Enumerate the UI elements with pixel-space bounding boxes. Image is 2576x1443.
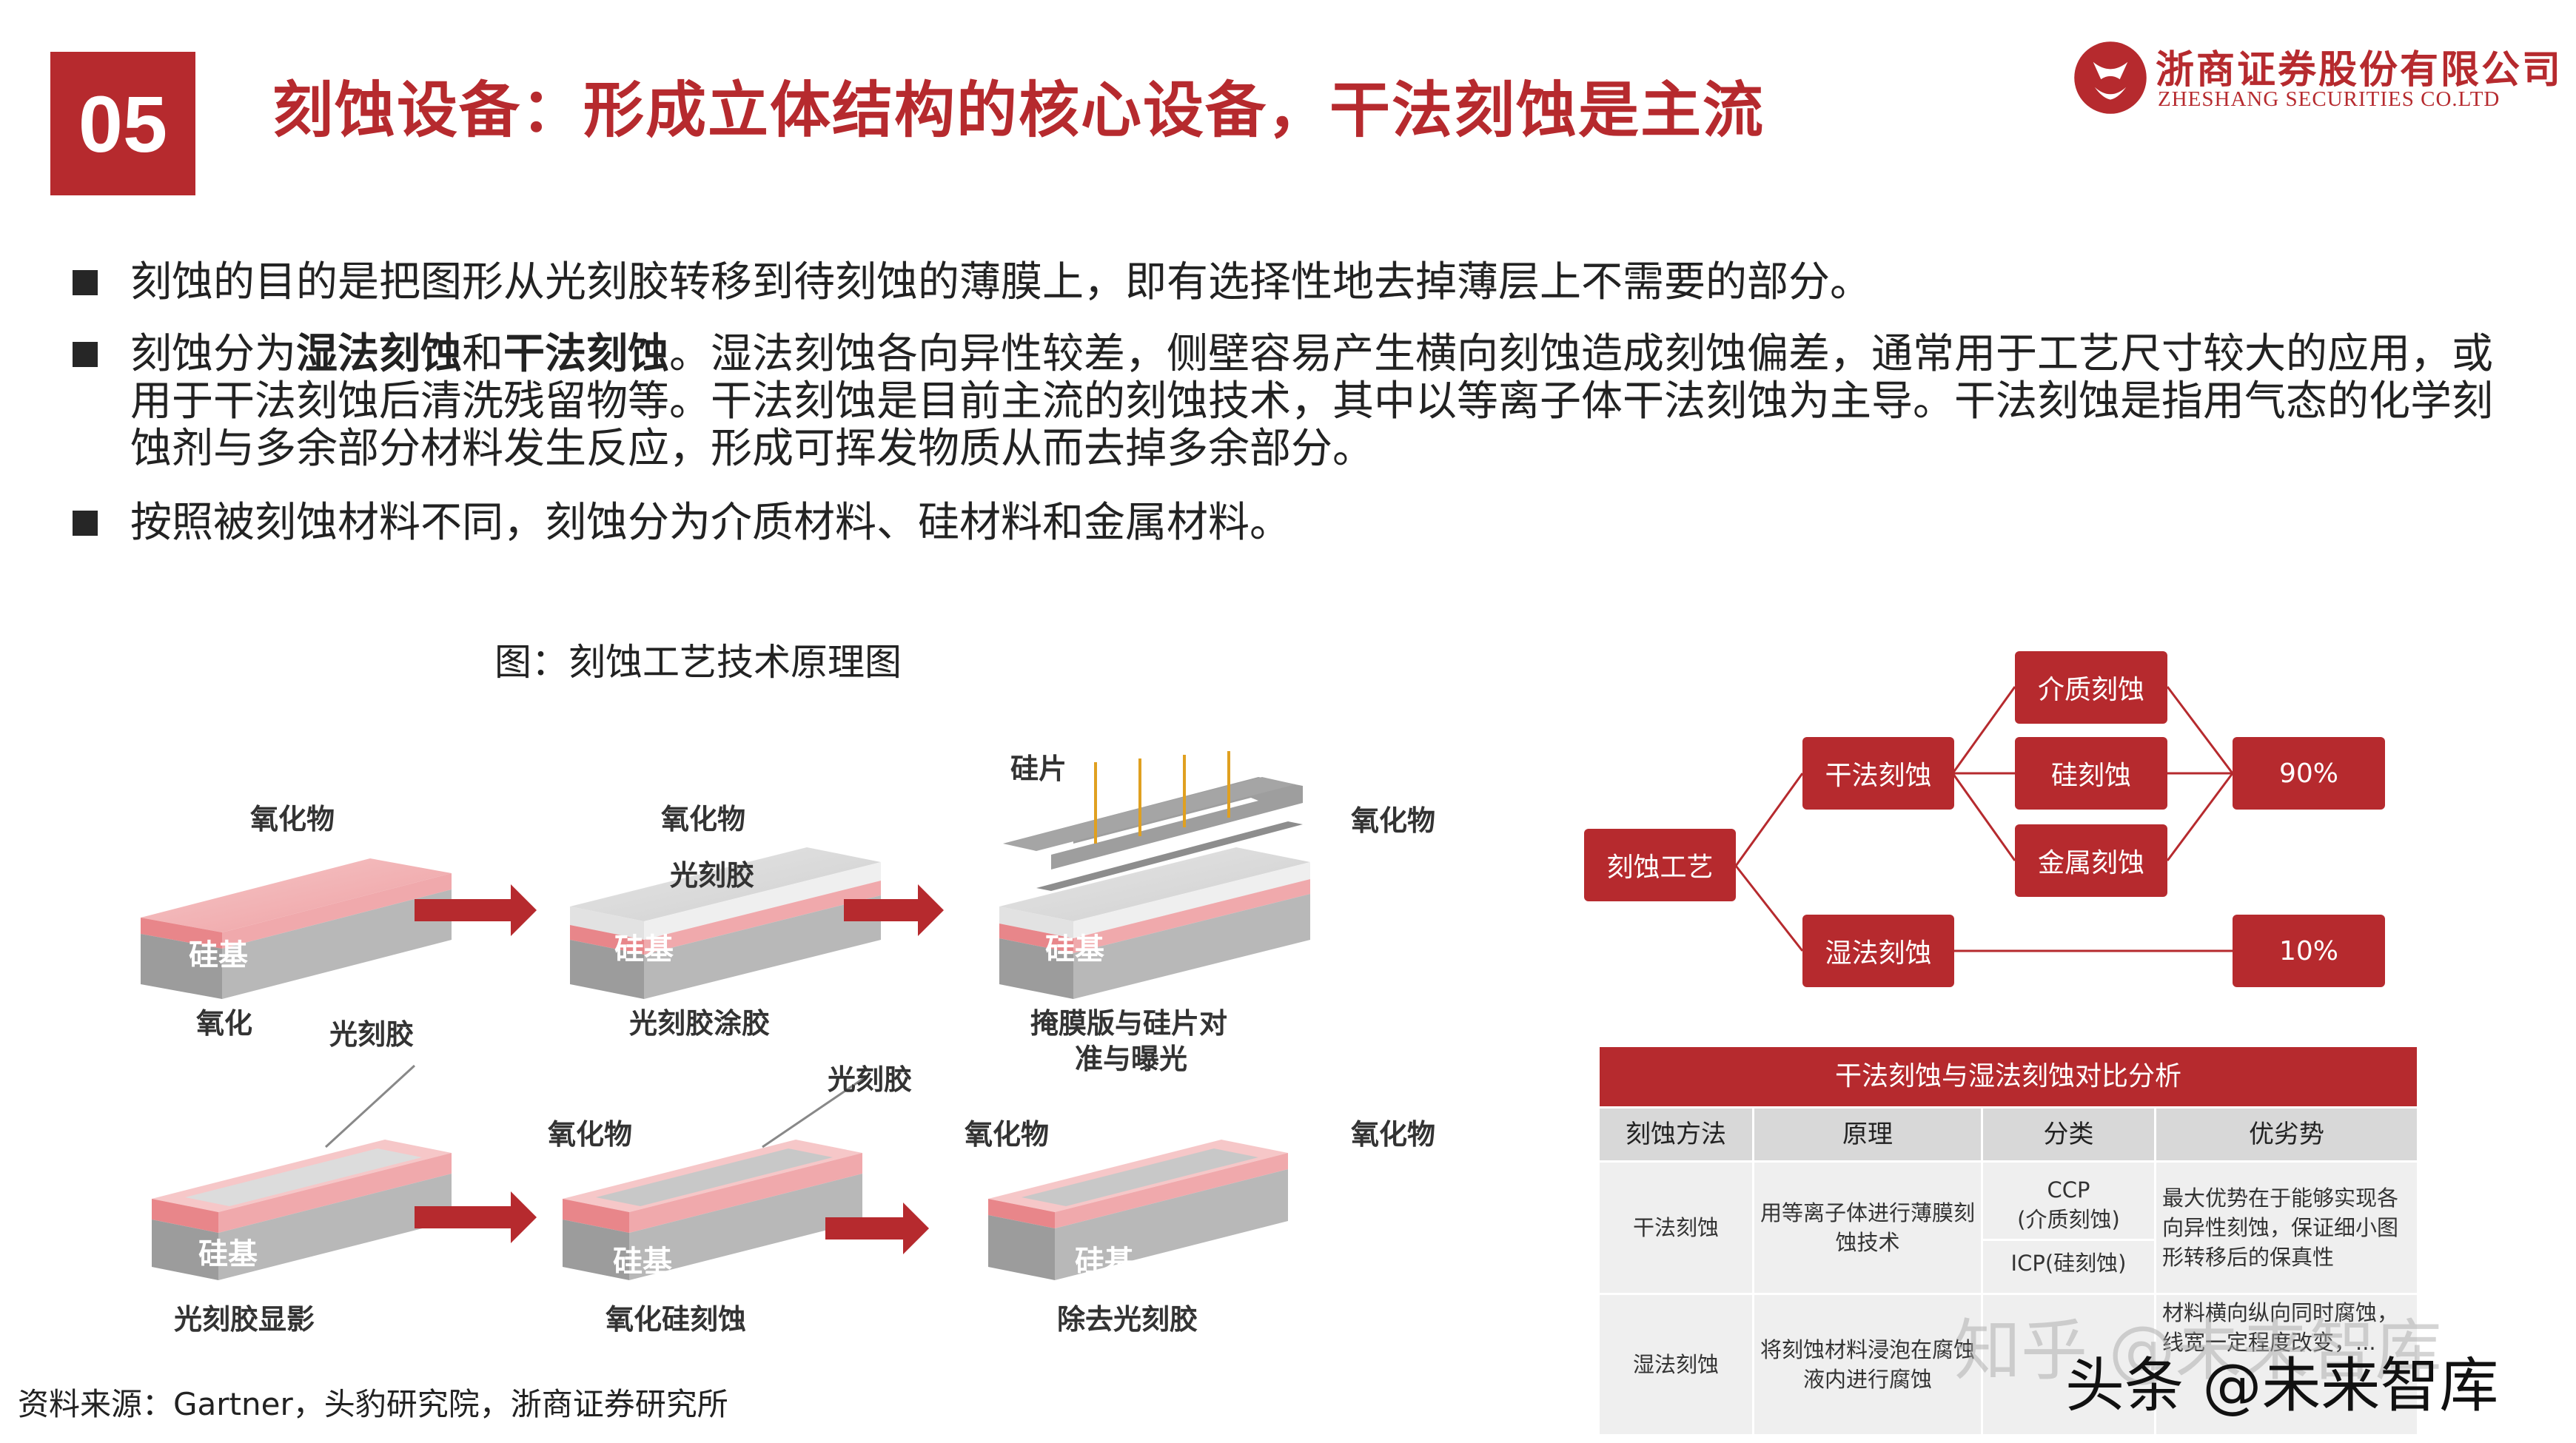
bullet-text-2: 刻蚀分为湿法刻蚀和干法刻蚀。湿法刻蚀各向异性较差，侧壁容易产生横向刻蚀造成刻蚀偏…: [130, 331, 2514, 473]
block-strip-resist: [988, 1140, 1288, 1280]
bullet-text-1: 刻蚀的目的是把图形从光刻胶转移到待刻蚀的薄膜上，即有选择性地去掉薄层上不需要的部…: [130, 258, 1871, 306]
step-label-oxide-etch: 氧化硅刻蚀: [606, 1303, 747, 1336]
table-header: 原理: [1752, 1106, 1983, 1163]
table-cell-method: 干法刻蚀: [1597, 1160, 1754, 1295]
label-photoresist: 光刻胶: [670, 859, 755, 892]
watermark-zhihu: 知乎 @未来智库: [1954, 1312, 2442, 1390]
company-name-cn: 浙商证券股份有限公司: [2156, 48, 2563, 92]
table-cell-principle: 将刻蚀材料浸泡在腐蚀液内进行腐蚀: [1752, 1293, 1983, 1436]
tree-node-dry-share: 90%: [2233, 737, 2385, 810]
block-oxidation: [141, 858, 452, 999]
step-label-developing: 光刻胶显影: [174, 1303, 315, 1336]
figure-caption: 图：刻蚀工艺技术原理图: [494, 641, 902, 684]
table-cell-class: [1981, 1293, 2156, 1436]
table-cell-principle: 用等离子体进行薄膜刻蚀技术: [1752, 1160, 1983, 1295]
table-cell-class: CCP (介质刻蚀) ICP(硅刻蚀): [1981, 1160, 2156, 1295]
block-oxide-etch: [563, 1140, 862, 1280]
label-oxide: 氧化物: [1351, 1118, 1436, 1151]
label-oxide: 氧化物: [548, 1118, 633, 1151]
source-note: 资料来源：Gartner，头豹研究院，浙商证券研究所: [18, 1386, 728, 1422]
tree-node-root: 刻蚀工艺: [1584, 829, 1736, 901]
class-icp: ICP(硅刻蚀): [2010, 1250, 2127, 1276]
bullet-icon: [73, 511, 98, 536]
label-substrate: 硅基: [614, 932, 674, 966]
label-oxide: 氧化物: [250, 803, 335, 835]
section-number: 05: [78, 78, 168, 169]
section-number-box: 05: [50, 52, 195, 195]
step-label-strip: 除去光刻胶: [1057, 1303, 1198, 1336]
label-substrate: 硅基: [1045, 932, 1104, 966]
leader-line: [762, 1075, 867, 1148]
leader-line: [324, 1064, 416, 1148]
step-label-coating: 光刻胶涂胶: [629, 1007, 771, 1040]
arrow-icon: [844, 884, 944, 936]
arrow-icon: [415, 884, 537, 936]
class-ccp: CCP (介质刻蚀): [1983, 1171, 2154, 1241]
label-substrate: 硅基: [189, 938, 248, 972]
label-oxide: 氧化物: [661, 803, 746, 835]
page-title: 刻蚀设备：形成立体结构的核心设备，干法刻蚀是主流: [272, 75, 1765, 146]
label-wafer: 硅片: [1010, 753, 1067, 785]
table-header: 分类: [1981, 1106, 2156, 1163]
bullet-2-and: 和: [462, 330, 503, 378]
label-photoresist: 光刻胶: [329, 1018, 415, 1051]
tree-node-silicon: 硅刻蚀: [2015, 737, 2167, 810]
watermark-toutiao: 头条 @未来智库: [2065, 1351, 2499, 1420]
bullet-2-rest: 。湿法刻蚀各向异性较差，侧壁容易产生横向刻蚀造成刻蚀偏差，通常用于工艺尺寸较大的…: [130, 330, 2493, 473]
tree-node-wet-share: 10%: [2233, 915, 2385, 987]
etch-process-illustration: [141, 751, 1310, 1280]
table-row: 湿法刻蚀 将刻蚀材料浸泡在腐蚀液内进行腐蚀 材料横向纵向同时腐蚀，线宽一定程度改…: [1597, 1293, 2419, 1436]
company-logo-icon: [2074, 41, 2147, 114]
comparison-table: 干法刻蚀与湿法刻蚀对比分析 刻蚀方法 原理 分类 优劣势 干法刻蚀 用等离子体进…: [1597, 1045, 2419, 1436]
tree-node-dielectric: 介质刻蚀: [2015, 651, 2167, 724]
company-name-en: ZHESHANG SECURITIES CO.LTD: [2158, 87, 2500, 111]
bullet-2-dry-etch: 干法刻蚀: [503, 330, 669, 378]
tree-node-wet: 湿法刻蚀: [1802, 915, 1954, 987]
tree-node-dry: 干法刻蚀: [1802, 737, 1954, 810]
table-row: 干法刻蚀 用等离子体进行薄膜刻蚀技术 CCP (介质刻蚀) ICP(硅刻蚀) 最…: [1597, 1160, 2419, 1295]
label-oxide: 氧化物: [965, 1118, 1050, 1151]
class-ccp-note: (介质刻蚀): [2017, 1206, 2120, 1232]
table-title: 干法刻蚀与湿法刻蚀对比分析: [1597, 1045, 2419, 1109]
label-oxide: 氧化物: [1351, 804, 1436, 837]
step-label-oxidation: 氧化: [196, 1007, 253, 1040]
step-label-exposure-line1: 掩膜版与硅片对: [1030, 1007, 1228, 1040]
block-developing: [152, 1140, 452, 1280]
arrow-icon: [825, 1202, 929, 1254]
bullet-2-prefix: 刻蚀分为: [130, 330, 296, 378]
class-ccp-name: CCP: [2047, 1177, 2090, 1202]
bullet-icon: [73, 270, 98, 295]
bullet-2-wet-etch: 湿法刻蚀: [296, 330, 462, 378]
block-photoresist-coating: [570, 847, 881, 999]
arrow-icon: [415, 1191, 537, 1243]
etch-tree-connectors: [1734, 686, 2234, 952]
bullet-text-3: 按照被刻蚀材料不同，刻蚀分为介质材料、硅材料和金属材料。: [130, 499, 1291, 547]
step-label-exposure-line2: 准与曝光: [1075, 1043, 1188, 1075]
table-cell-pros: 最大优势在于能够实现各向异性刻蚀，保证细小图形转移后的保真性: [2154, 1160, 2419, 1295]
bullet-icon: [73, 342, 98, 367]
table-cell-pros: 材料横向纵向同时腐蚀，线宽一定程度改变，...: [2154, 1293, 2419, 1436]
table-cell-method: 湿法刻蚀: [1597, 1293, 1754, 1436]
label-substrate: 硅基: [1075, 1245, 1134, 1279]
tree-node-metal: 金属刻蚀: [2015, 824, 2167, 897]
table-header: 优劣势: [2154, 1106, 2419, 1163]
label-substrate: 硅基: [613, 1245, 672, 1279]
label-photoresist: 光刻胶: [828, 1063, 913, 1096]
table-header: 刻蚀方法: [1597, 1106, 1754, 1163]
label-substrate: 硅基: [198, 1237, 258, 1271]
block-mask-exposure: [999, 751, 1310, 999]
